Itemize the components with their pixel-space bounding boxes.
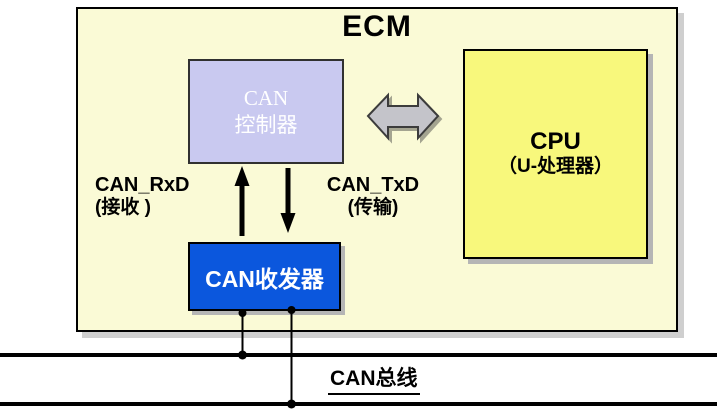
rx-signal-desc: (接收 ) (95, 197, 151, 218)
rx-signal-label: CAN_RxD (接收 ) (95, 174, 189, 219)
cpu-box: CPU （U-处理器） (463, 49, 648, 259)
bidirectional-arrow-icon (366, 92, 440, 141)
cpu-label-line2: （U-处理器） (497, 156, 614, 177)
can-bus-label: CAN总线 (328, 362, 420, 395)
rx-signal-name: CAN_RxD (95, 174, 190, 196)
tx-signal-label: CAN_TxD (传输) (325, 174, 421, 219)
transceiver-to-bus-wire-right (287, 306, 296, 409)
tx-signal-desc: (传输) (347, 197, 399, 218)
can-bus-lines (0, 353, 717, 406)
ecm-title: ECM (342, 10, 412, 43)
tx-down-arrow-icon (280, 168, 296, 233)
transceiver-to-bus-wire-left (238, 309, 247, 360)
rx-up-arrow-icon (234, 166, 250, 236)
can-controller-box: CAN 控制器 (188, 59, 344, 164)
can-transceiver-label: CAN收发器 (205, 265, 324, 292)
can-controller-label-line2: 控制器 (234, 112, 298, 137)
tx-signal-name: CAN_TxD (326, 174, 420, 196)
can-controller-label-line1: CAN (243, 85, 289, 110)
can-transceiver-box: CAN收发器 (188, 242, 341, 311)
cpu-label-line1: CPU (530, 128, 581, 155)
